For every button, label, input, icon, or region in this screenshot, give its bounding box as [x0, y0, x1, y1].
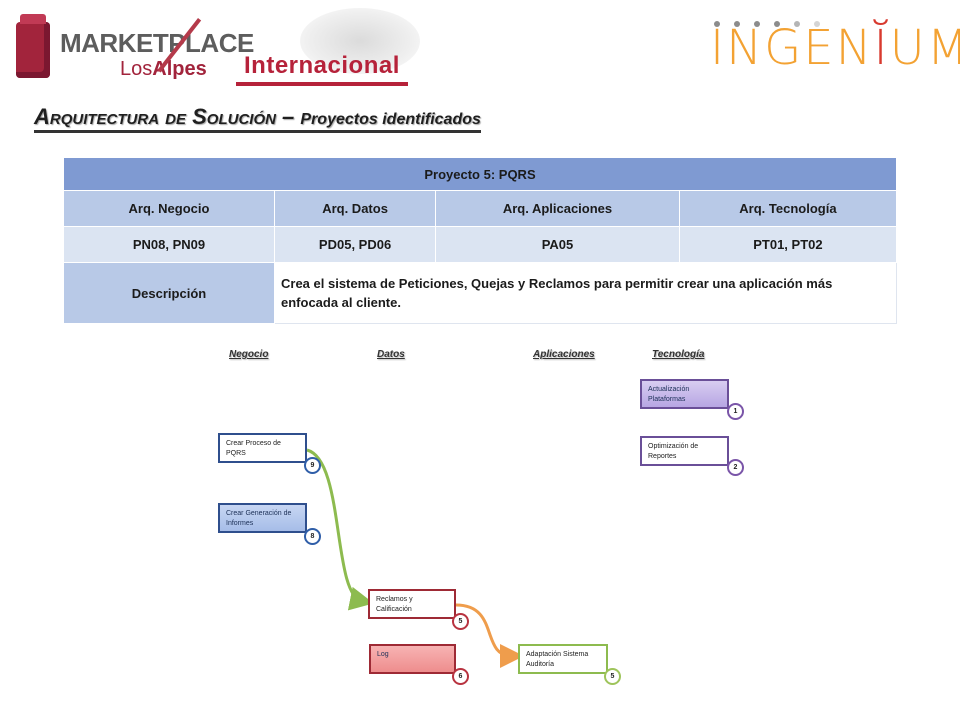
badge: 6 [452, 668, 469, 685]
connector-orange [455, 603, 524, 668]
node-crear-generacion-informes: Crear Generación de Informes [218, 503, 307, 533]
column-header: Arq. Datos [273, 190, 437, 227]
badge: 8 [304, 528, 321, 545]
diagram-col-negocio: Negocio [229, 349, 269, 360]
badge: 1 [727, 403, 744, 420]
node-optimizacion-reportes: Optimización de Reportes [640, 436, 729, 466]
code-cell: PD05, PD06 [273, 226, 437, 263]
logo-box-icon [16, 14, 50, 78]
node-reclamos-calificacion: Reclamos y Calificación [368, 589, 456, 619]
code-cell: PT01, PT02 [678, 226, 898, 263]
node-crear-proceso-pqrs: Crear Proceso de PQRS [218, 433, 307, 463]
diagram-col-tecnologia: Tecnología [652, 349, 705, 360]
code-cell: PN08, PN09 [63, 226, 275, 263]
badge: 5 [452, 613, 469, 630]
description-label: Descripción [63, 262, 275, 324]
slide-title: Arquitectura de Solución – Proyectos ide… [34, 104, 481, 133]
column-header: Arq. Negocio [63, 190, 275, 227]
column-header: Arq. Aplicaciones [435, 190, 680, 227]
column-header: Arq. Tecnología [678, 190, 898, 227]
description-text: Crea el sistema de Peticiones, Quejas y … [274, 262, 897, 324]
ingenium-logo: INGENĬUM [710, 20, 960, 76]
node-adaptacion-sistema-auditoria: Adaptación Sistema Auditoría [518, 644, 608, 674]
project-table: Proyecto 5: PQRS Arq. Negocio Arq. Datos… [63, 157, 898, 324]
code-cell: PA05 [435, 226, 680, 263]
diagram-col-aplicaciones: Aplicaciones [533, 349, 595, 360]
ingenium-dots-icon [714, 14, 834, 32]
brand-main: MARKETPLACE [60, 28, 254, 58]
brand-tag: Internacional [236, 50, 408, 86]
badge: 5 [604, 668, 621, 685]
world-map-icon [300, 8, 420, 74]
project-name: Proyecto 5: PQRS [63, 157, 897, 191]
diagram-col-datos: Datos [377, 349, 405, 360]
node-log: Log [369, 644, 456, 674]
badge: 9 [304, 457, 321, 474]
badge: 2 [727, 459, 744, 476]
node-actualizacion-plataformas: Actualización Plataformas [640, 379, 729, 409]
